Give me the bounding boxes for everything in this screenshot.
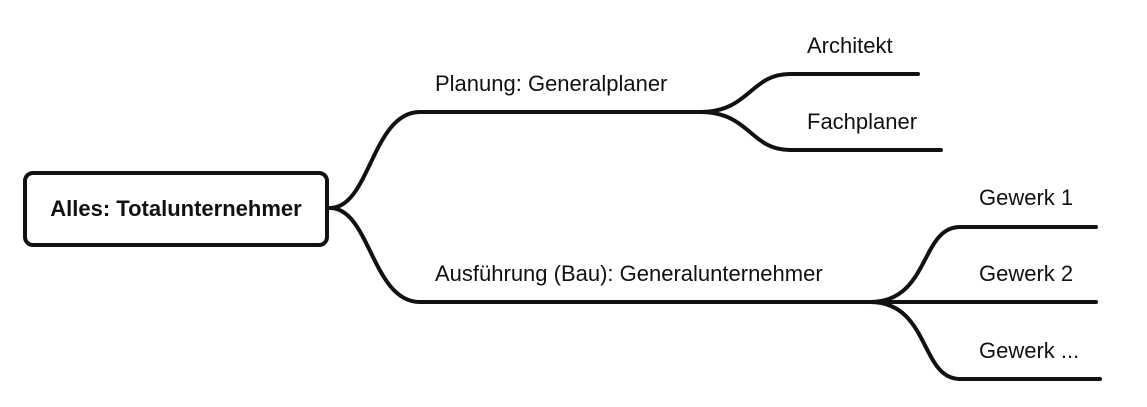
- leaf-node-fachplaner[interactable]: Fachplaner: [807, 109, 918, 134]
- branch-node-ausfuehrung[interactable]: Ausführung (Bau): Generalunternehmer: [435, 261, 823, 286]
- root-node[interactable]: Alles: Totalunternehmer: [23, 171, 329, 247]
- connector-planung-architekt: [698, 72, 920, 114]
- connector-ausfuehrung-gewerk3: [868, 300, 1102, 381]
- connector-planung-fachplaner: [698, 110, 943, 152]
- connector-root-ausfuehrung: [328, 206, 872, 304]
- connector-ausfuehrung-gewerk1: [868, 225, 1098, 304]
- leaf-node-architekt[interactable]: Architekt: [807, 33, 893, 58]
- branch-node-planung[interactable]: Planung: Generalplaner: [435, 71, 668, 96]
- connector-root-planung: [328, 110, 702, 210]
- leaf-node-gewerk-2[interactable]: Gewerk 2: [979, 261, 1074, 286]
- leaf-node-gewerk-3[interactable]: Gewerk ...: [979, 338, 1080, 363]
- leaf-node-gewerk-1[interactable]: Gewerk 1: [979, 185, 1074, 210]
- root-node-label: Alles: Totalunternehmer: [50, 196, 302, 221]
